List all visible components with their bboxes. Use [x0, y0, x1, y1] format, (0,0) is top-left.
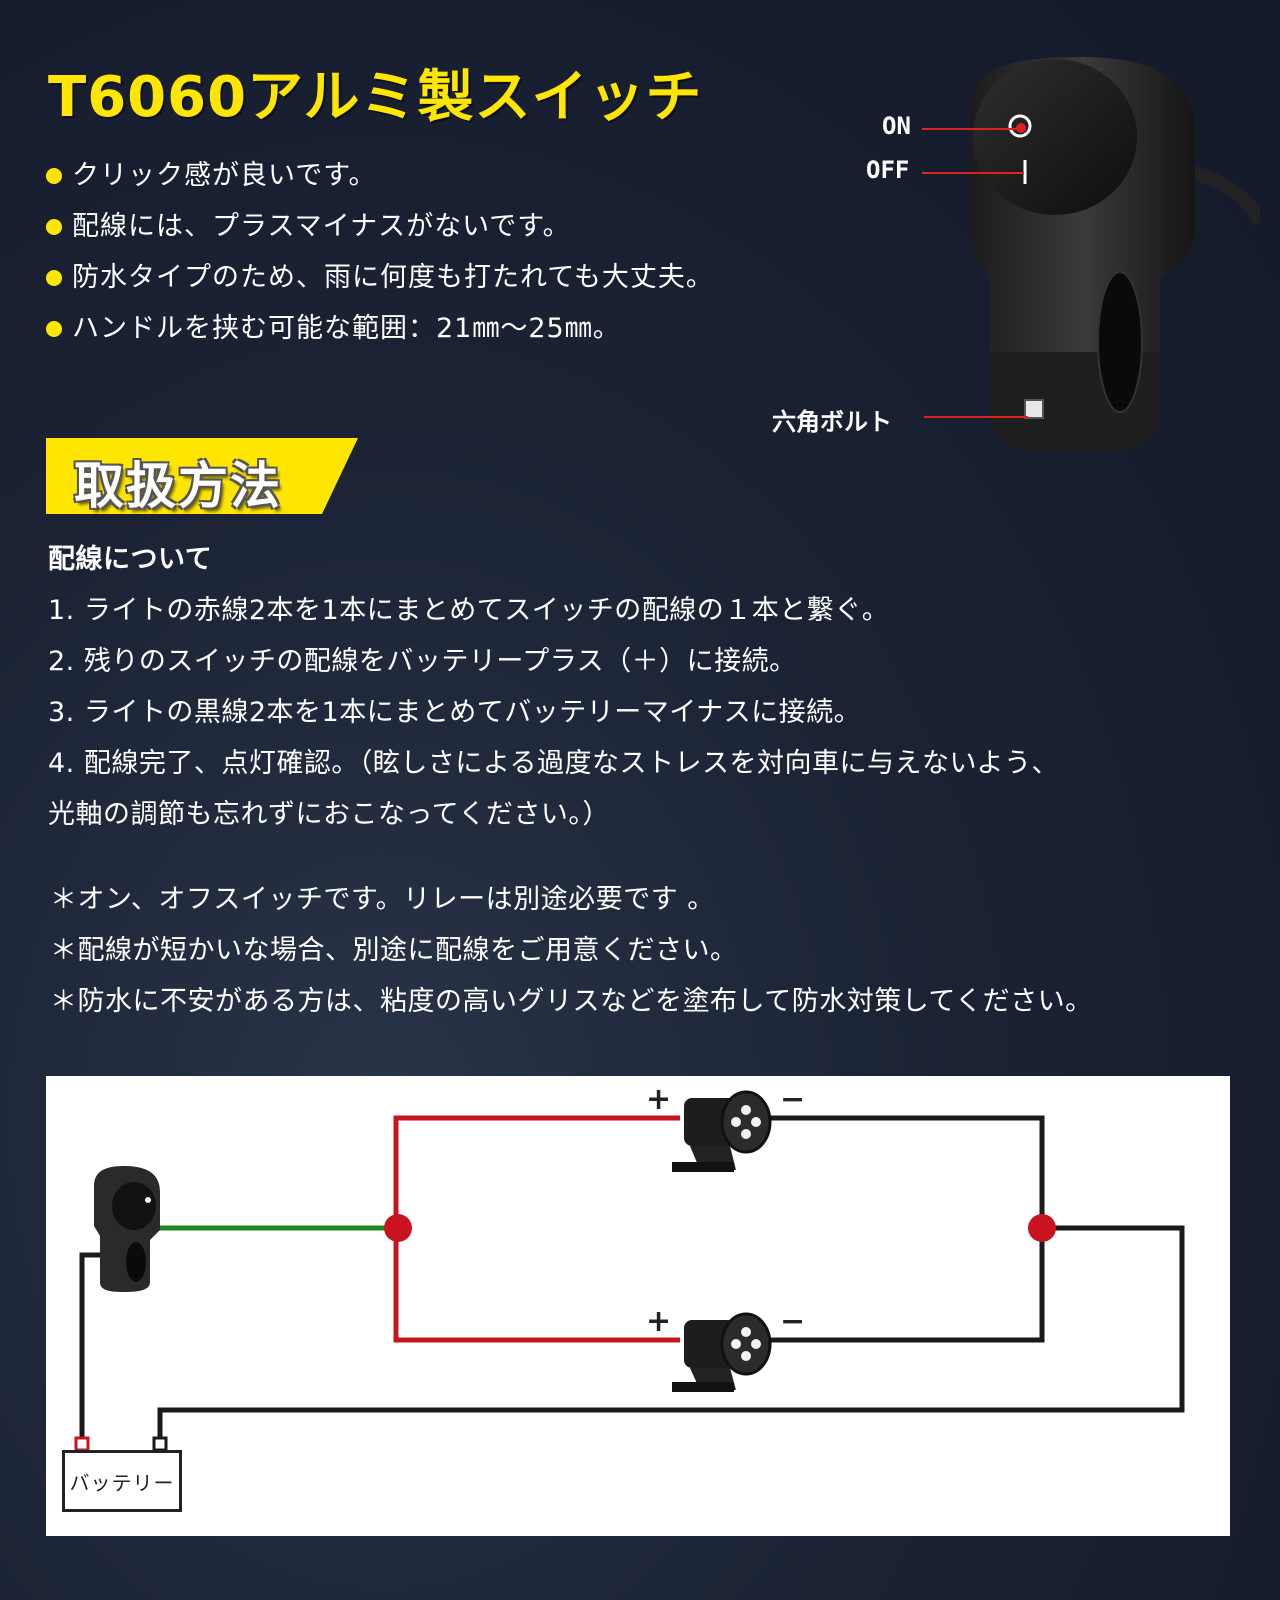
bullet-icon [46, 320, 62, 337]
feature-text: クリック感が良いです。 [72, 160, 377, 191]
wiring-step: 光軸の調節も忘れずにおこなってください。） [48, 799, 610, 830]
battery-label: バッテリー [69, 1470, 175, 1495]
feature-item: クリック感が良いです。 [46, 150, 714, 201]
plus-sign-bottom: + [646, 1304, 672, 1339]
hex-bolt-label: 六角ボルト [772, 408, 892, 436]
bullet-icon [46, 167, 62, 184]
note-item: ＊防水に不安がある方は、粘度の高いグリスなどを塗布して防水対策してください。 [50, 986, 1093, 1017]
section-banner-text: 取扱方法 [74, 457, 282, 515]
bolt-callout-line [924, 416, 1028, 418]
page-title: T6060アルミ製スイッチ [48, 65, 703, 130]
feature-item: ハンドルを挟む可能な範囲：21㎜～25㎜。 [46, 303, 714, 354]
feature-text: 配線には、プラスマイナスがないです。 [72, 211, 571, 242]
junction-dot [384, 1214, 412, 1242]
feature-text: 防水タイプのため、雨に何度も打たれても大丈夫。 [72, 262, 714, 293]
bullet-icon [46, 218, 62, 235]
battery-minus-terminal [152, 1436, 168, 1452]
note-item: ＊オン、オフスイッチです。リレーは別途必要です 。 [50, 884, 715, 915]
notes: ＊オン、オフスイッチです。リレーは別途必要です 。 ＊配線が短かいな場合、別途に… [50, 874, 1093, 1027]
note-item: ＊配線が短かいな場合、別途に配線をご用意ください。 [50, 935, 738, 966]
on-label: ON [882, 112, 911, 140]
feature-text: ハンドルを挟む可能な範囲：21㎜～25㎜。 [72, 313, 621, 344]
feature-item: 防水タイプのため、雨に何度も打たれても大丈夫。 [46, 252, 714, 303]
feature-item: 配線には、プラスマイナスがないです。 [46, 201, 714, 252]
battery-plus-terminal [74, 1436, 90, 1452]
off-label: OFF [866, 156, 910, 184]
off-callout-line [922, 172, 1024, 174]
wiring-step: 3. ライトの黒線2本を1本にまとめてバッテリーマイナスに接続。 [48, 697, 862, 728]
wiring-diagram-panel [46, 1076, 1230, 1536]
red-wire [393, 1115, 680, 1343]
battery-box: バッテリー [62, 1450, 182, 1512]
on-callout-line [922, 128, 1022, 130]
switch-diagram-icon [94, 1166, 160, 1292]
minus-sign-bottom: − [780, 1304, 806, 1339]
led-light-bottom [672, 1312, 772, 1392]
feature-list: クリック感が良いです。 配線には、プラスマイナスがないです。 防水タイプのため、… [46, 150, 714, 354]
plus-sign-top: + [646, 1082, 672, 1117]
section-banner-bg [46, 438, 358, 514]
wiring-instructions: 配線について 1. ライトの赤線2本を1本にまとめてスイッチの配線の１本と繋ぐ。… [48, 534, 1059, 840]
led-light-top [672, 1090, 772, 1172]
switch-product-image [970, 57, 1260, 452]
wiring-step: 1. ライトの赤線2本を1本にまとめてスイッチの配線の１本と繋ぐ。 [48, 595, 890, 626]
wiring-heading: 配線について [48, 544, 213, 575]
on-callout-dot [1016, 123, 1026, 133]
wiring-step: 4. 配線完了、点灯確認。（眩しさによる過度なストレスを対向車に与えないよう、 [48, 748, 1059, 779]
minus-sign-top: − [780, 1082, 806, 1117]
black-wire [79, 1115, 1185, 1440]
wiring-step: 2. 残りのスイッチの配線をバッテリープラス（＋）に接続。 [48, 646, 797, 677]
junction-dot [1028, 1214, 1056, 1242]
bullet-icon [46, 269, 62, 286]
